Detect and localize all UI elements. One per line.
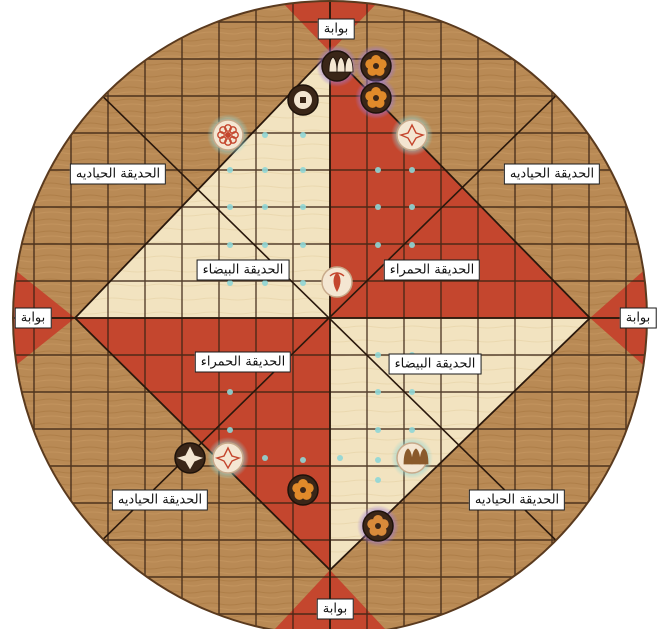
garden-label-neutral-top-left: الحديقة الحياديه (70, 164, 166, 185)
garden-label-neutral-bottom-left: الحديقة الحياديه (112, 490, 208, 511)
move-hint-dot[interactable] (409, 389, 415, 395)
move-hint-dot[interactable] (262, 167, 268, 173)
move-hint-dot[interactable] (337, 455, 343, 461)
move-hint-dot[interactable] (409, 242, 415, 248)
white-jade-tile[interactable] (207, 437, 249, 479)
lotus-icon (404, 449, 428, 464)
move-hint-dot[interactable] (227, 242, 233, 248)
lotus-icon (329, 57, 353, 72)
move-hint-dot[interactable] (227, 280, 233, 286)
move-hint-dot[interactable] (262, 204, 268, 210)
move-hint-dot[interactable] (300, 280, 306, 286)
move-hint-dot[interactable] (262, 132, 268, 138)
gate-label-left: بوابة (15, 308, 52, 329)
gate-label-bottom: بوابة (317, 599, 354, 620)
lily-tile[interactable] (175, 443, 205, 473)
move-hint-dot[interactable] (375, 427, 381, 433)
move-hint-dot[interactable] (375, 457, 381, 463)
move-hint-dot[interactable] (262, 242, 268, 248)
rose-tile[interactable] (288, 475, 318, 505)
gate-label-top: بوابة (318, 19, 355, 40)
white-lotus-tile[interactable] (316, 45, 358, 87)
move-hint-dot[interactable] (227, 389, 233, 395)
orchid-tile[interactable] (357, 505, 399, 547)
gate-label-right: بوابة (620, 308, 657, 329)
knotweed-tile[interactable] (288, 85, 318, 115)
move-hint-dot[interactable] (300, 457, 306, 463)
move-hint-dot[interactable] (227, 204, 233, 210)
move-hint-dot[interactable] (300, 132, 306, 138)
move-hint-dot[interactable] (375, 477, 381, 483)
move-hint-dot[interactable] (375, 167, 381, 173)
garden-label-white-lower: الحديقة البيضاء (389, 354, 482, 375)
garden-label-neutral-bottom-right: الحديقة الحياديه (469, 490, 565, 511)
chrysanthemum-tile[interactable] (207, 114, 249, 156)
garden-label-neutral-top-right: الحديقة الحياديه (504, 164, 600, 185)
move-hint-dot[interactable] (300, 204, 306, 210)
lily-tile[interactable] (391, 114, 433, 156)
knotweed-icon (294, 91, 312, 109)
move-hint-dot[interactable] (375, 352, 381, 358)
move-hint-dot[interactable] (262, 280, 268, 286)
garden-label-white-upper: الحديقة البيضاء (197, 260, 290, 281)
rose-tile[interactable] (355, 77, 397, 119)
garden-label-red-lower: الحديقة الحمراء (195, 352, 291, 373)
white-lotus-tile[interactable] (391, 437, 433, 479)
move-hint-dot[interactable] (375, 389, 381, 395)
move-hint-dot[interactable] (375, 242, 381, 248)
move-hint-dot[interactable] (409, 427, 415, 433)
move-hint-dot[interactable] (375, 204, 381, 210)
move-hint-dot[interactable] (409, 204, 415, 210)
move-hint-dot[interactable] (227, 427, 233, 433)
move-hint-dot[interactable] (300, 242, 306, 248)
move-hint-dot[interactable] (300, 167, 306, 173)
jasmine-tile[interactable] (322, 267, 352, 297)
move-hint-dot[interactable] (262, 455, 268, 461)
garden-label-red-upper: الحديقة الحمراء (384, 260, 480, 281)
move-hint-dot[interactable] (409, 167, 415, 173)
move-hint-dot[interactable] (227, 167, 233, 173)
